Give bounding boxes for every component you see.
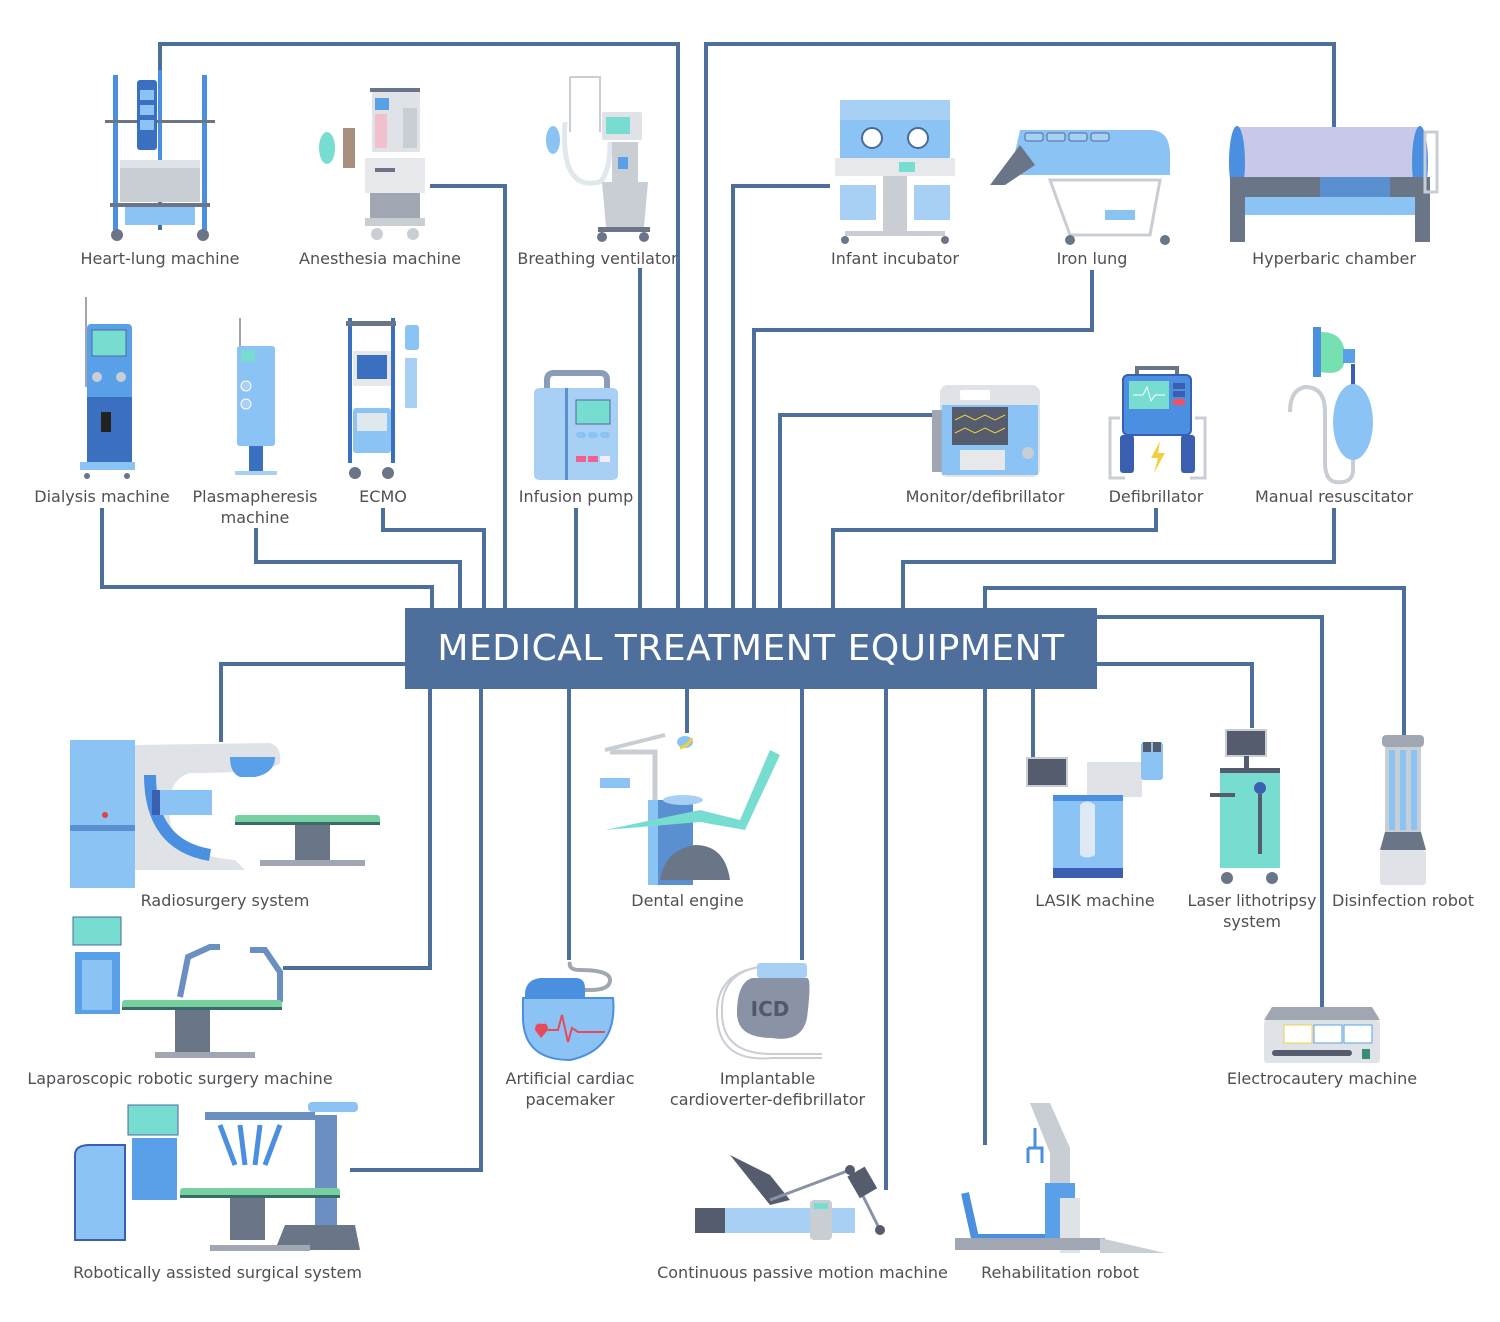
connector-hyperbaric xyxy=(704,42,1336,608)
equipment-label: Artificial cardiac pacemaker xyxy=(505,1069,635,1109)
equipment-label: Anesthesia machine xyxy=(299,249,461,268)
ecmo-icon xyxy=(346,318,419,479)
equipment-label: Heart-lung machine xyxy=(80,249,240,268)
monitor-defibrillator-icon xyxy=(932,385,1040,477)
icd-icon: ICD xyxy=(715,963,822,1060)
breathing-ventilator-icon xyxy=(546,76,650,242)
equipment-label: Infusion pump xyxy=(518,487,634,506)
lasik-machine-icon xyxy=(1026,742,1163,878)
connector-iron-lung xyxy=(752,270,1094,608)
infusion-pump-icon xyxy=(534,370,618,480)
connector-robotic-surgical xyxy=(350,689,483,1172)
cpm-machine-icon xyxy=(695,1155,885,1240)
equipment-label: Electrocautery machine xyxy=(1226,1069,1418,1088)
equipment-label: Breathing ventilator xyxy=(517,249,678,268)
rehabilitation-robot-icon xyxy=(955,1103,1165,1253)
robotic-surgical-system-icon xyxy=(74,1102,360,1251)
equipment-label: Dental engine xyxy=(631,891,744,910)
equipment-label: Plasmapheresis machine xyxy=(192,487,318,527)
connector-monitor-defib xyxy=(778,413,940,608)
disinfection-robot-icon xyxy=(1380,735,1426,885)
laser-lithotripsy-icon xyxy=(1210,729,1280,884)
connector-plasmapheresis xyxy=(254,528,462,608)
equipment-label: Hyperbaric chamber xyxy=(1252,249,1416,268)
heart-lung-machine-icon xyxy=(105,70,215,241)
anesthesia-machine-icon xyxy=(319,88,425,240)
equipment-label: Manual resuscitator xyxy=(1254,487,1414,506)
iron-lung-icon xyxy=(990,130,1170,245)
connector-dialysis xyxy=(100,508,434,608)
hyperbaric-chamber-icon xyxy=(1229,126,1439,242)
dental-chair-icon xyxy=(600,733,780,885)
equipment-label: Radiosurgery system xyxy=(140,891,310,910)
pacemaker-icon xyxy=(522,961,615,1062)
equipment-label: Laparoscopic robotic surgery machine xyxy=(27,1069,333,1088)
connector-incubator xyxy=(731,184,830,608)
equipment-label: Infant incubator xyxy=(831,249,959,268)
equipment-label: Laser lithotripsy system xyxy=(1187,891,1317,931)
equipment-label: Rehabilitation robot xyxy=(981,1263,1139,1282)
manual-resuscitator-icon xyxy=(1288,327,1373,485)
equipment-label: Implantable cardioverter-defibrillator xyxy=(669,1069,866,1109)
connector-laparoscopic xyxy=(283,689,432,970)
laparoscopic-robot-icon xyxy=(72,916,283,1058)
equipment-label: Disinfection robot xyxy=(1332,891,1474,910)
central-title-node: MEDICAL TREATMENT EQUIPMENT xyxy=(405,608,1097,689)
connector-ecmo xyxy=(381,508,486,608)
dialysis-machine-icon xyxy=(80,297,135,479)
icd-text: ICD xyxy=(751,997,790,1021)
connector-radiosurgery xyxy=(219,662,405,742)
infant-incubator-icon xyxy=(835,100,955,244)
connector-anesthesia xyxy=(430,184,507,608)
plasmapheresis-machine-icon xyxy=(235,318,277,475)
equipment-label: ECMO xyxy=(359,487,407,506)
connector-resuscitator xyxy=(901,508,1336,608)
connector-defib xyxy=(831,508,1158,608)
equipment-label: Continuous passive motion machine xyxy=(657,1263,948,1282)
radiosurgery-system-icon xyxy=(70,740,380,888)
connector-electrocautery xyxy=(1097,615,1324,1008)
electrocautery-machine-icon xyxy=(1264,1007,1380,1063)
connector-lithotripsy xyxy=(1097,662,1254,728)
equipment-label: Monitor/defibrillator xyxy=(905,487,1065,506)
equipment-label: Dialysis machine xyxy=(34,487,170,506)
equipment-label: Iron lung xyxy=(1056,249,1128,268)
connector-disinfection xyxy=(983,586,1406,735)
equipment-label: LASIK machine xyxy=(1035,891,1155,910)
equipment-label: Robotically assisted surgical system xyxy=(73,1263,362,1282)
equipment-label: Defibrillator xyxy=(1108,487,1204,506)
defibrillator-icon xyxy=(1108,366,1207,480)
